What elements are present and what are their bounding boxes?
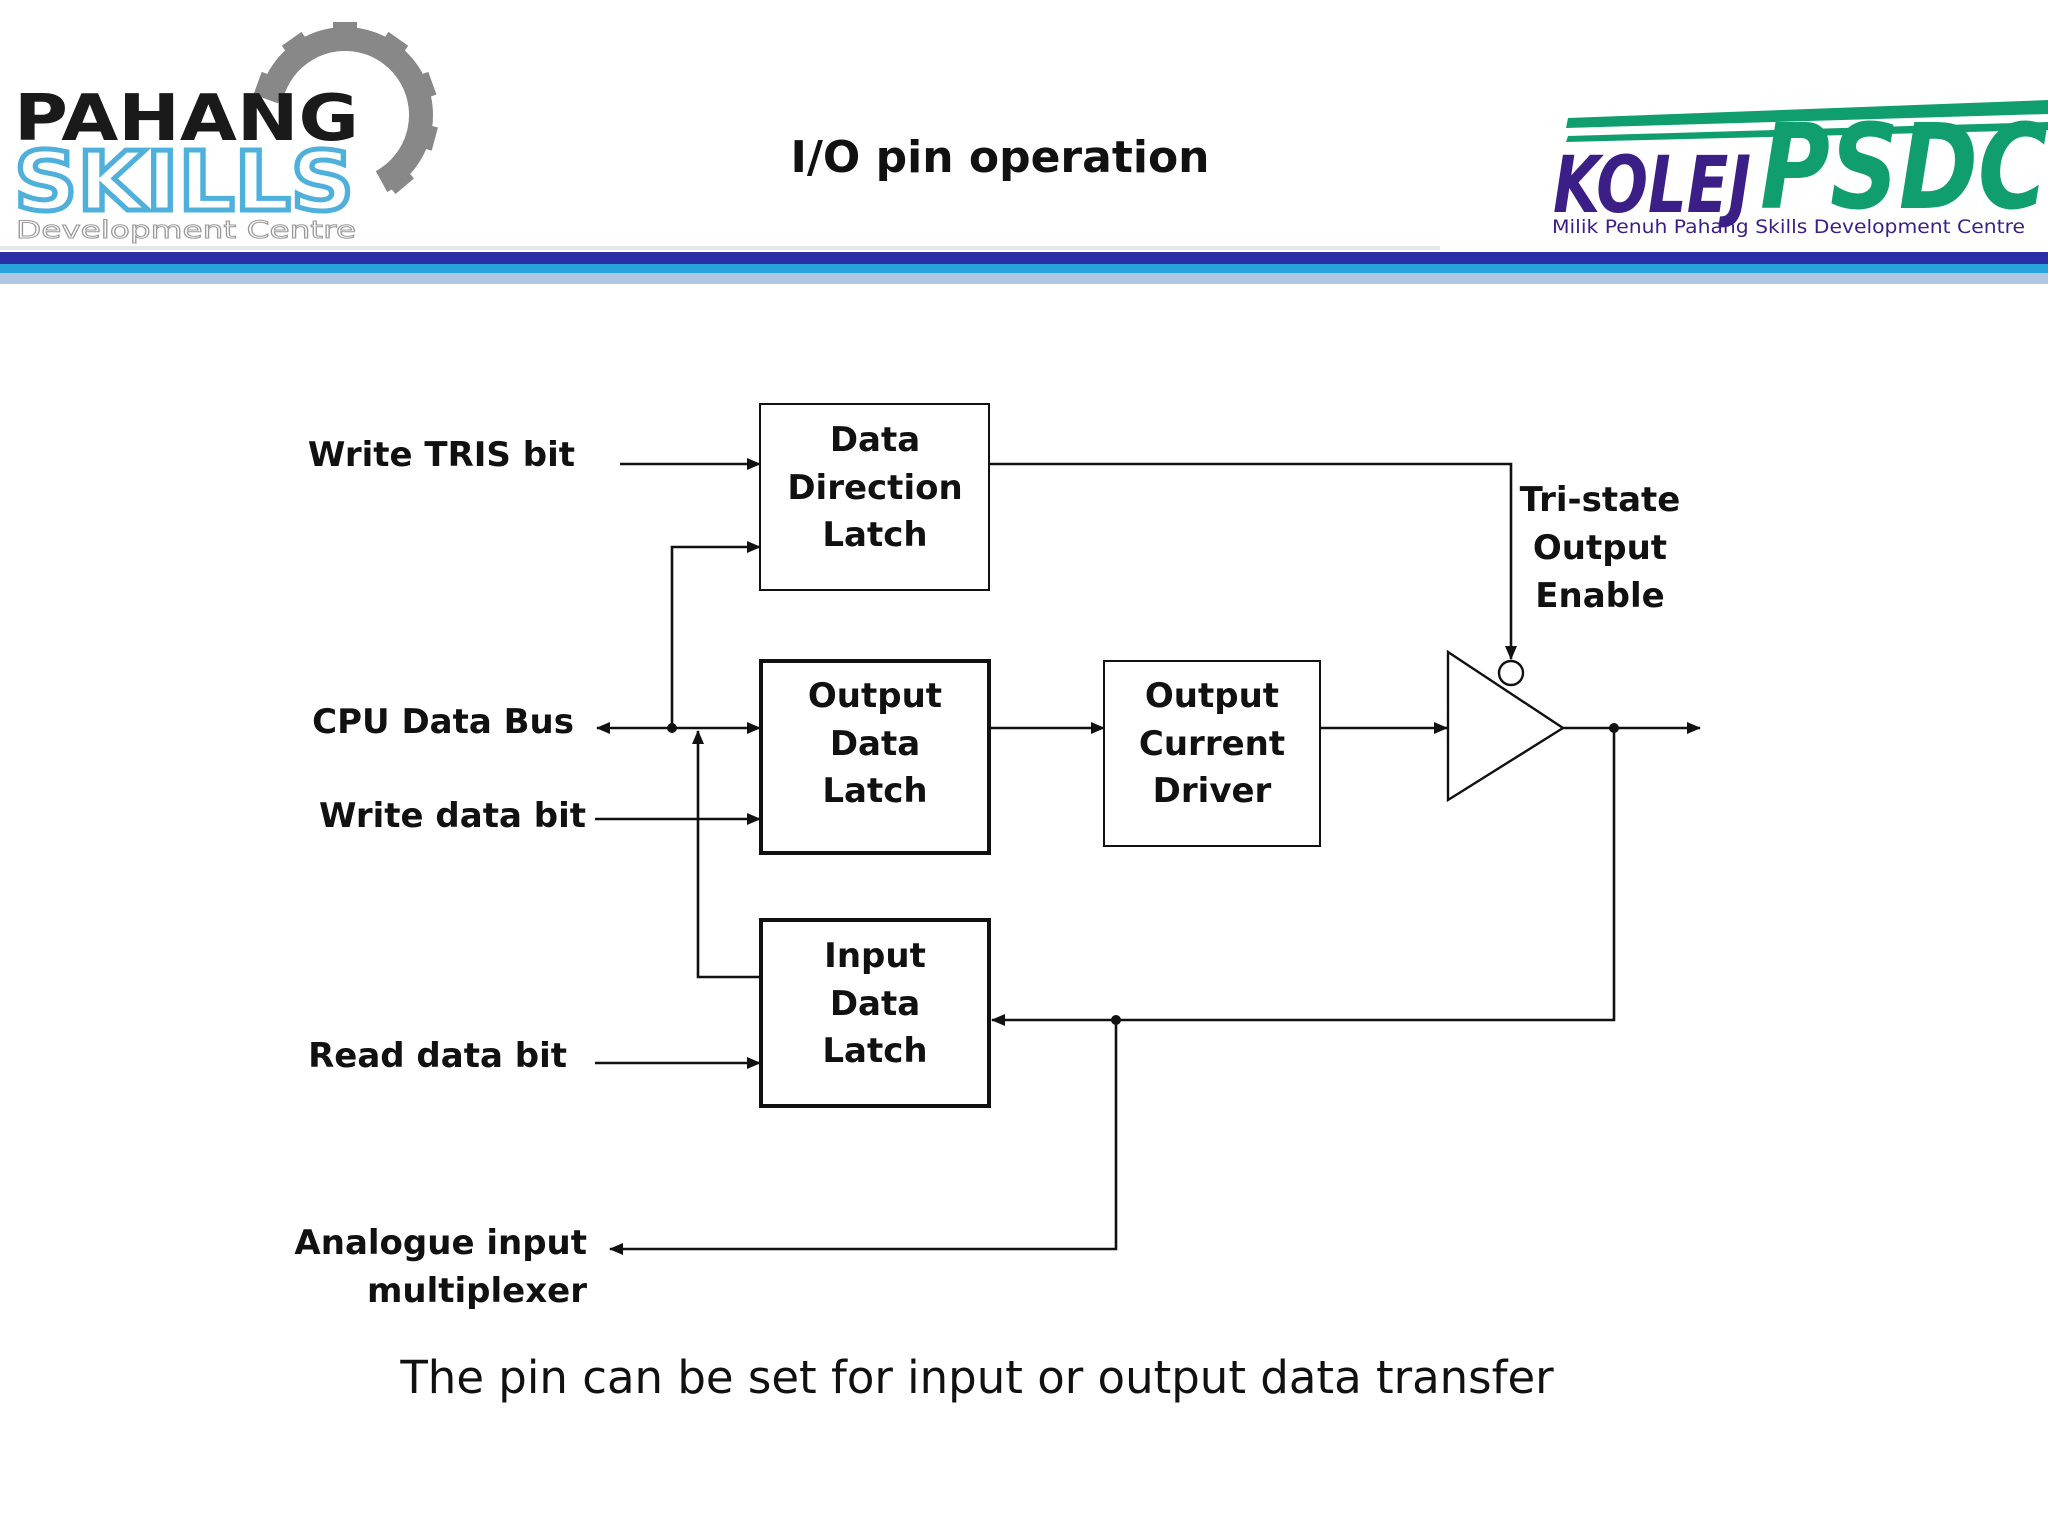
block-label: Driver	[1153, 771, 1272, 811]
analogue-wire	[609, 1020, 1118, 1255]
tristate-enable-label: Tri-state	[1520, 480, 1681, 520]
block-label: Latch	[822, 515, 927, 555]
io-pin-diagram: Data Direction Latch Output Data Latch O…	[294, 403, 1701, 1311]
gear-icon	[253, 22, 438, 203]
input-data-latch-block: Input Data Latch	[759, 918, 991, 1108]
block-label: Output	[808, 676, 942, 716]
bus-to-direction-latch-wire	[670, 541, 761, 728]
analogue-input-label: multiplexer	[367, 1271, 587, 1311]
logo-kolej-text: KOLEJ	[1553, 141, 1751, 231]
tristate-enable-label: Enable	[1535, 576, 1664, 616]
block-label: Current	[1139, 724, 1285, 764]
block-label: Direction	[787, 468, 962, 508]
output-current-driver-block: Output Current Driver	[1103, 660, 1321, 847]
cpu-data-bus-label: CPU Data Bus	[312, 702, 574, 742]
header: PAHANG SKILLS Development Centre I/O pin…	[0, 22, 2048, 284]
input-latch-to-bus-wire	[692, 730, 762, 979]
signal-labels: Write TRIS bit CPU Data Bus Write data b…	[294, 435, 1680, 1311]
slide-title: I/O pin operation	[790, 132, 1209, 183]
block-label: Data	[830, 420, 920, 460]
output-data-latch-block: Output Data Latch	[759, 659, 991, 855]
logo-skills-text: SKILLS	[14, 135, 354, 230]
pahang-skills-logo: PAHANG SKILLS Development Centre	[12, 22, 438, 245]
wires	[595, 458, 1701, 1255]
block-label: Data	[830, 984, 920, 1024]
tristate-enable-wire	[990, 462, 1517, 660]
enable-bubble	[1497, 659, 1525, 687]
block-label: Data	[830, 724, 920, 764]
data-direction-latch-block: Data Direction Latch	[759, 403, 990, 591]
logo-development-centre-text: Development Centre	[16, 216, 356, 244]
analogue-input-label: Analogue input	[294, 1223, 587, 1263]
logo-psdc-text: PSDC	[1760, 98, 2048, 236]
write-tris-label: Write TRIS bit	[308, 435, 575, 475]
logo-pahang-text: PAHANG	[14, 82, 359, 156]
feedback-wire	[991, 728, 1616, 1026]
write-data-label: Write data bit	[319, 796, 586, 836]
logo-tagline-text: Milik Penuh Pahang Skills Development Ce…	[1552, 216, 2025, 238]
block-label: Output	[1145, 676, 1279, 716]
block-label: Input	[824, 936, 926, 976]
tristate-enable-label: Output	[1533, 528, 1667, 568]
block-label: Latch	[822, 1031, 927, 1071]
slide-caption: The pin can be set for input or output d…	[399, 1351, 1554, 1404]
read-data-label: Read data bit	[308, 1036, 567, 1076]
kolej-psdc-logo: KOLEJ PSDC Milik Penuh Pahang Skills Dev…	[1552, 98, 2048, 238]
header-band	[0, 246, 2048, 284]
bus-junction	[667, 723, 677, 733]
tristate-buffer	[1446, 649, 1566, 803]
block-label: Latch	[822, 771, 927, 811]
